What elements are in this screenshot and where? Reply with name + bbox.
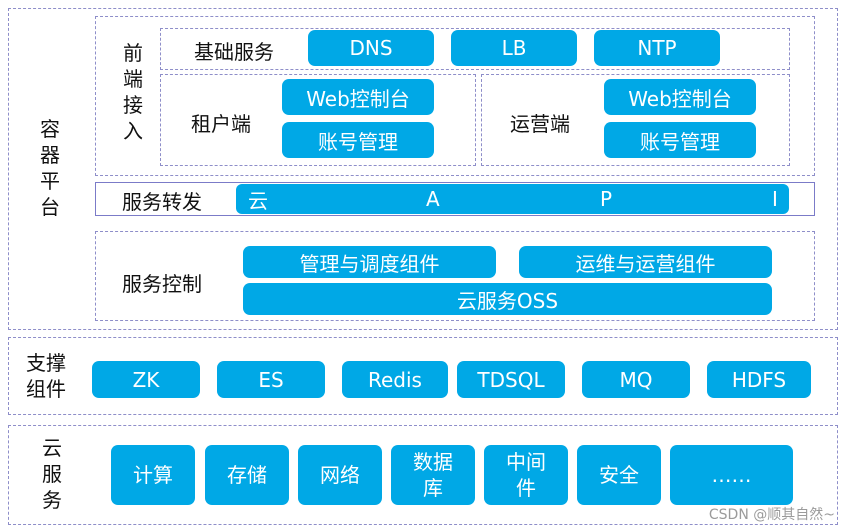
- service-control-panel: [95, 231, 815, 321]
- database-box: 数据 库: [391, 445, 475, 505]
- dns-box: DNS: [308, 30, 434, 66]
- frontend-access-label: 前 端 接 入: [123, 41, 143, 143]
- container-platform-label: 容 器 平 台: [40, 117, 60, 219]
- cloud-api-char-2: A: [426, 187, 440, 211]
- cloud-services-panel: [8, 425, 838, 525]
- management-scheduling-box: 管理与调度组件: [243, 246, 496, 278]
- watermark: CSDN @顺其自然~: [708, 507, 835, 523]
- operations-account-management-box: 账号管理: [604, 122, 756, 158]
- es-box: ES: [217, 361, 325, 398]
- compute-box: 计算: [111, 445, 195, 505]
- cloud-api-char-3: P: [600, 187, 613, 211]
- redis-box: Redis: [342, 361, 448, 398]
- cloud-services-label: 云 服 务: [42, 436, 62, 512]
- frontend-access-panel: [95, 16, 815, 176]
- lb-box: LB: [451, 30, 577, 66]
- tdsql-box: TDSQL: [457, 361, 565, 398]
- cloud-api-char-1: 云: [248, 188, 268, 213]
- base-services-panel: [160, 28, 790, 70]
- network-box: 网络: [298, 445, 382, 505]
- hdfs-box: HDFS: [707, 361, 811, 398]
- tenant-account-management-box: 账号管理: [282, 122, 434, 158]
- mq-box: MQ: [582, 361, 690, 398]
- storage-box: 存储: [205, 445, 289, 505]
- cloud-api-bar: 云 A P I: [236, 184, 789, 214]
- tenant-web-console-box: Web控制台: [282, 79, 434, 115]
- support-components-label: 支撑 组件: [26, 351, 66, 401]
- service-control-label: 服务控制: [122, 272, 202, 296]
- cloud-service-oss-box: 云服务OSS: [243, 283, 772, 315]
- base-services-label: 基础服务: [194, 40, 274, 64]
- operations-web-console-box: Web控制台: [604, 79, 756, 115]
- security-box: 安全: [577, 445, 661, 505]
- more-services-box: ……: [670, 445, 793, 505]
- support-components-panel: [8, 337, 838, 415]
- zk-box: ZK: [92, 361, 200, 398]
- ntp-box: NTP: [594, 30, 720, 66]
- service-forwarding-label: 服务转发: [122, 190, 202, 214]
- operations-label: 运营端: [510, 112, 570, 136]
- tenant-label: 租户端: [191, 112, 251, 136]
- ops-operations-box: 运维与运营组件: [519, 246, 772, 278]
- cloud-api-char-4: I: [772, 187, 778, 211]
- middleware-box: 中间 件: [484, 445, 568, 505]
- container-platform-panel: [8, 8, 838, 330]
- tenant-panel: [160, 74, 476, 166]
- operations-panel: [481, 74, 790, 166]
